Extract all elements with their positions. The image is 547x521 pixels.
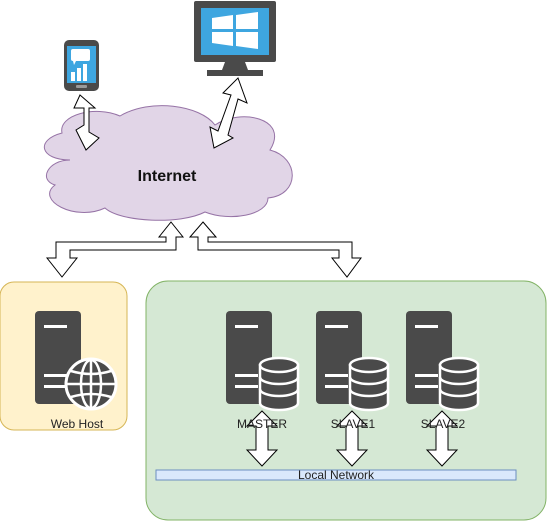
slave2-label: SLAVE2 (421, 417, 466, 431)
local-network-bar (155, 469, 517, 481)
slave2-database-icon (438, 356, 480, 412)
globe-icon (64, 357, 118, 411)
master-database-icon (258, 356, 300, 412)
windows-monitor-icon (194, 1, 276, 76)
smartphone-icon (64, 40, 99, 91)
master-network-arrow (245, 410, 279, 467)
cloud-cluster-arrow (188, 221, 362, 278)
monitor-cloud-arrow (209, 77, 248, 149)
slave2-network-arrow (425, 410, 459, 467)
master-label: MASTER (237, 417, 287, 431)
local-network-label: Local Network (298, 468, 375, 482)
phone-cloud-arrow (73, 94, 100, 151)
slave1-database-icon (348, 356, 390, 412)
slave1-network-arrow (335, 410, 369, 467)
cloud-label: Internet (138, 168, 197, 185)
internet-cloud (43, 105, 293, 221)
cloud-webhost-arrow (45, 221, 185, 278)
slave1-label: SLAVE1 (331, 417, 376, 431)
web-host-label: Web Host (51, 417, 104, 431)
